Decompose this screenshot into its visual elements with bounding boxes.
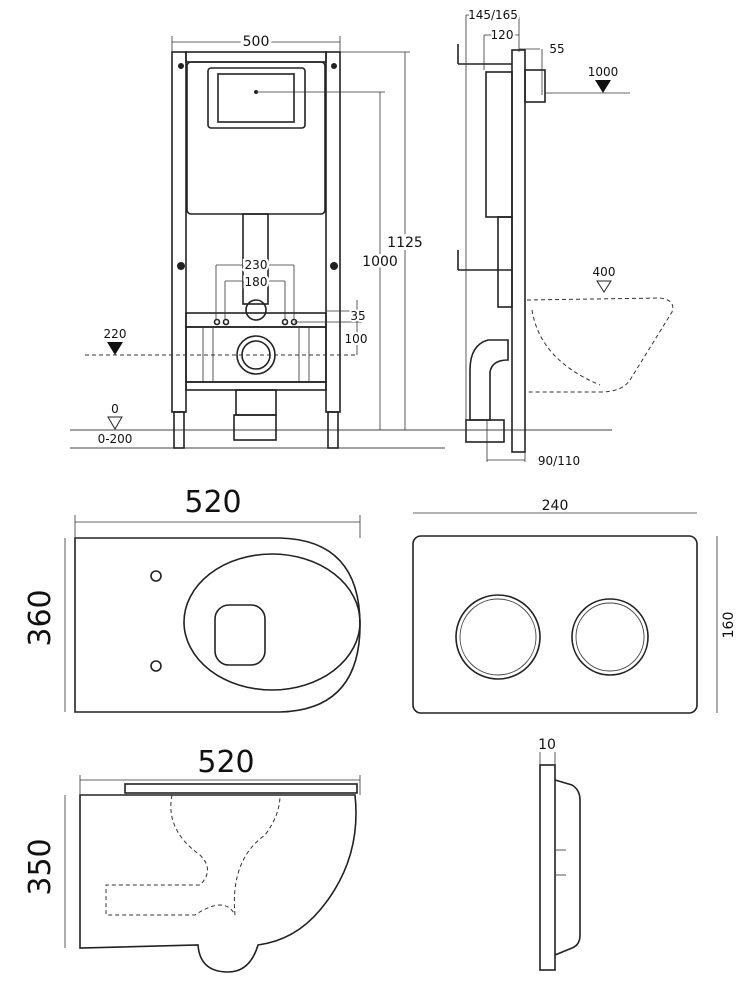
level-1000: 1000 bbox=[588, 65, 619, 79]
level-220: 220 bbox=[104, 327, 127, 341]
dim-120: 120 bbox=[491, 28, 514, 42]
flush-plate-side: 10 bbox=[538, 737, 581, 971]
floor-range-0-200: 0-200 bbox=[98, 432, 133, 446]
level-400: 400 bbox=[593, 265, 616, 279]
dim-height-1000: 1000 bbox=[362, 254, 398, 270]
dim-plate-height-160: 160 bbox=[721, 612, 737, 639]
side-view-dimensions: 145/165 120 55 1000 400 90/110 bbox=[466, 6, 630, 468]
dim-100: 100 bbox=[345, 332, 368, 346]
dim-plate-width-240: 240 bbox=[542, 498, 569, 514]
dim-plate-thickness-10: 10 bbox=[538, 737, 556, 753]
frame-side-view bbox=[445, 44, 674, 453]
dim-230: 230 bbox=[245, 258, 268, 272]
dim-width-500: 500 bbox=[243, 34, 270, 50]
front-view-dimensions: 500 1125 1000 230 180 35 100 220 0 0-200 bbox=[85, 31, 426, 446]
dim-bowl-length-520: 520 bbox=[184, 485, 241, 520]
bowl-top-view: 520 360 bbox=[23, 485, 361, 713]
level-0: 0 bbox=[111, 402, 119, 416]
dim-55: 55 bbox=[549, 42, 564, 56]
dim-35: 35 bbox=[350, 309, 365, 323]
dim-bowl-side-length-520: 520 bbox=[197, 745, 254, 780]
flush-plate-front: 240 160 bbox=[412, 498, 737, 714]
dim-bowl-height-350: 350 bbox=[23, 838, 58, 895]
dim-height-1125: 1125 bbox=[387, 235, 423, 251]
dim-bowl-width-360: 360 bbox=[23, 589, 58, 646]
bowl-side-view: 520 350 bbox=[23, 745, 361, 973]
frame-front-view bbox=[70, 51, 445, 449]
dim-90-110: 90/110 bbox=[538, 454, 580, 468]
dim-145-165: 145/165 bbox=[468, 8, 518, 22]
dim-180: 180 bbox=[245, 275, 268, 289]
